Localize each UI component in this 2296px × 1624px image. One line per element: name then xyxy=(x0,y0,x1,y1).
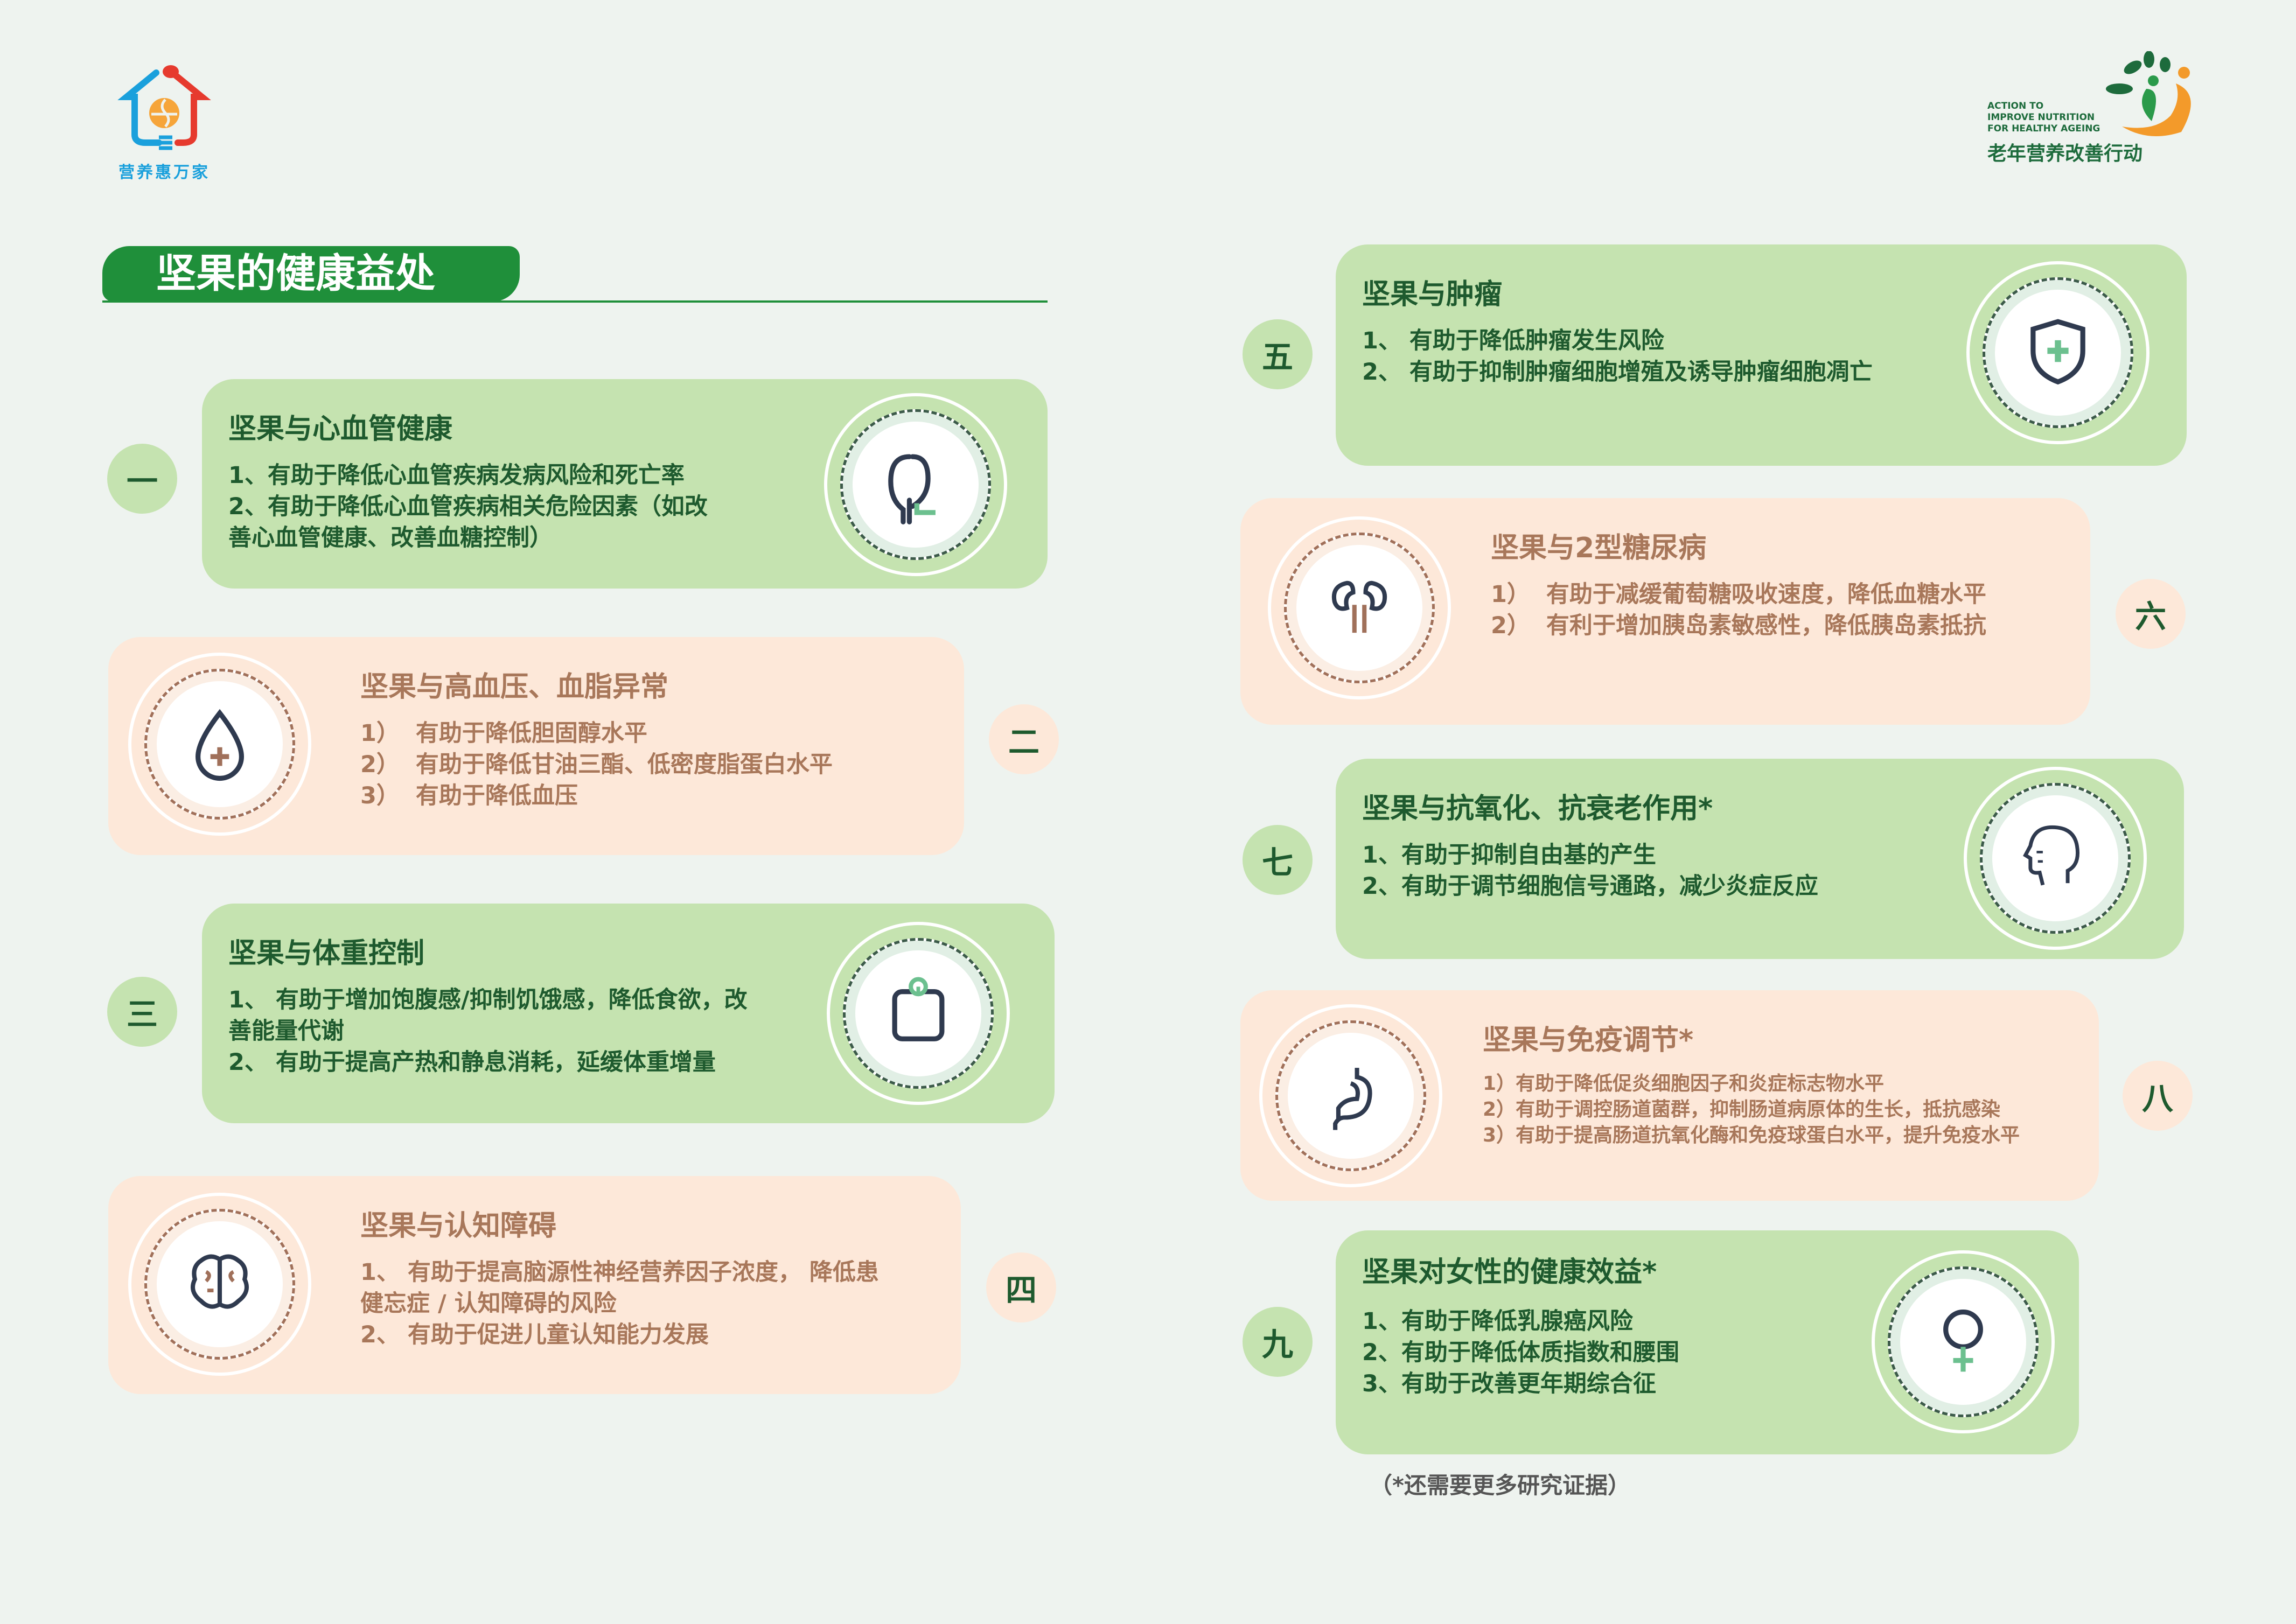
card-points: 1）有助于降低促炎细胞因子和炎症标志物水平 2）有助于调控肠道菌群，抑制肠道病原体… xyxy=(1483,1071,2020,1149)
card-title: 坚果对女性的健康效益* xyxy=(1362,1256,1657,1289)
card-point: 2、有助于降低心血管疾病相关危险因素（如改 xyxy=(228,493,708,520)
card-points: 1、 有助于提高脑源性神经营养因子浓度， 降低患健忘症 / 认知障碍的风险 2、 … xyxy=(360,1257,879,1350)
logo-en-line: IMPROVE NUTRITION xyxy=(1987,112,2095,123)
card-title: 坚果与心血管健康 xyxy=(228,413,453,445)
card-point: 2）有助于调控肠道菌群，抑制肠道病原体的生长，抵抗感染 xyxy=(1483,1098,2001,1121)
icon-circle xyxy=(827,922,1010,1105)
icon-circle xyxy=(824,393,1007,576)
card-point: 2） 有利于增加胰岛素敏感性，降低胰岛素抵抗 xyxy=(1491,612,1986,639)
card-point: 善能量代谢 xyxy=(228,1018,344,1045)
card-point: 3） 有助于降低血压 xyxy=(360,782,578,809)
section-number-badge: 一 xyxy=(107,444,177,514)
brain-icon xyxy=(191,1254,249,1309)
benefit-card: 坚果与免疫调节* 1）有助于降低促炎细胞因子和炎症标志物水平 2）有助于调控肠道菌群… xyxy=(1240,990,2099,1201)
logo-healthy-ageing: ACTION TO IMPROVE NUTRITION FOR HEALTHY … xyxy=(1987,51,2203,166)
leaf-figure-logo-icon xyxy=(2106,51,2191,136)
card-title: 坚果与高血压、血脂异常 xyxy=(360,671,669,703)
card-title: 坚果与免疫调节* xyxy=(1483,1024,1694,1056)
card-point: 1、有助于降低心血管疾病发病风险和死亡率 xyxy=(228,462,685,489)
blood-drop-icon xyxy=(195,709,245,781)
logo-en-line: FOR HEALTHY AGEING xyxy=(1987,123,2100,134)
section-number-badge: 八 xyxy=(2123,1061,2193,1131)
icon-circle xyxy=(1964,767,2147,950)
card-title: 坚果与抗氧化、抗衰老作用* xyxy=(1362,793,1713,825)
stomach-icon xyxy=(1333,1068,1372,1130)
card-title: 坚果与肿瘤 xyxy=(1362,278,1503,311)
card-point: 3）有助于提高肠道抗氧化酶和免疫球蛋白水平，提升免疫水平 xyxy=(1483,1124,2020,1146)
card-point: 1、有助于降低乳腺癌风险 xyxy=(1362,1308,1633,1335)
section-number-badge: 三 xyxy=(107,977,177,1047)
benefit-card: 坚果与肿瘤 1、 有助于降低肿瘤发生风险 2、 有助于抑制肿瘤细胞增殖及诱导肿瘤细胞… xyxy=(1336,244,2187,466)
icon-circle xyxy=(128,653,311,836)
logo-right-en: ACTION TO IMPROVE NUTRITION FOR HEALTHY … xyxy=(1987,101,2203,135)
card-point: 2） 有助于降低甘油三酯、低密度脂蛋白水平 xyxy=(360,751,833,778)
icon-circle xyxy=(128,1193,311,1376)
card-points: 1、有助于降低心血管疾病发病风险和死亡率 2、有助于降低心血管疾病相关危险因素（如… xyxy=(228,460,708,554)
benefit-card: 坚果与2型糖尿病 1） 有助于减缓葡萄糖吸收速度，降低血糖水平 2） 有利于增加胰岛… xyxy=(1240,498,2090,725)
benefit-card: 坚果与体重控制 1、 有助于增加饱腹感/抑制饥饿感，降低食欲，改善能量代谢 2、 有… xyxy=(202,904,1055,1123)
icon-circle xyxy=(1259,1004,1442,1187)
head-profile-icon xyxy=(2023,825,2079,886)
benefit-card: 坚果与抗氧化、抗衰老作用* 1、有助于抑制自由基的产生 2、有助于调节细胞信号通路，… xyxy=(1336,759,2184,959)
card-point: 2、 有助于提高产热和静息消耗，延缓体重增量 xyxy=(228,1049,716,1076)
card-point: 2、有助于调节细胞信号通路，减少炎症反应 xyxy=(1362,873,1818,900)
icon-circle xyxy=(1966,261,2150,444)
card-point: 1、 有助于增加饱腹感/抑制饥饿感，降低食欲，改 xyxy=(228,986,748,1013)
card-points: 1） 有助于减缓葡萄糖吸收速度，降低血糖水平 2） 有利于增加胰岛素敏感性，降低胰… xyxy=(1491,579,1986,641)
house-logo-icon xyxy=(117,65,211,150)
card-point: 1） 有助于降低胆固醇水平 xyxy=(360,720,647,747)
card-title: 坚果与体重控制 xyxy=(228,937,425,970)
card-points: 1、 有助于增加饱腹感/抑制饥饿感，降低食欲，改善能量代谢 2、 有助于提高产热和… xyxy=(228,984,748,1078)
card-point: 2、 有助于促进儿童认知能力发展 xyxy=(360,1321,709,1348)
section-number-badge: 二 xyxy=(989,704,1059,774)
section-number-badge: 七 xyxy=(1243,825,1313,895)
benefit-card: 坚果对女性的健康效益* 1、有助于降低乳腺癌风险 2、有助于降低体质指数和腰围 3、有… xyxy=(1336,1230,2079,1454)
card-point: 2、 有助于抑制肿瘤细胞增殖及诱导肿瘤细胞凋亡 xyxy=(1362,359,1873,386)
card-point: 善心血管健康、改善血糖控制） xyxy=(228,524,553,551)
logo-right-cn: 老年营养改善行动 xyxy=(1987,143,2143,165)
section-number-badge: 五 xyxy=(1243,319,1313,389)
card-point: 健忘症 / 认知障碍的风险 xyxy=(360,1290,617,1317)
card-title: 坚果与认知障碍 xyxy=(360,1210,557,1242)
card-points: 1、有助于抑制自由基的产生 2、有助于调节细胞信号通路，减少炎症反应 xyxy=(1362,839,1818,902)
card-points: 1、有助于降低乳腺癌风险 2、有助于降低体质指数和腰围 3、有助于改善更年期综合征 xyxy=(1362,1306,1679,1399)
section-number-badge: 九 xyxy=(1243,1307,1313,1377)
card-points: 1） 有助于降低胆固醇水平 2） 有助于降低甘油三酯、低密度脂蛋白水平 3） 有助于… xyxy=(360,718,833,811)
benefit-card: 坚果与心血管健康 1、有助于降低心血管疾病发病风险和死亡率 2、有助于降低心血管疾病… xyxy=(202,379,1048,589)
page-title-banner: 坚果的健康益处 xyxy=(102,246,520,302)
card-point: 1） 有助于减缓葡萄糖吸收速度，降低血糖水平 xyxy=(1491,581,1986,608)
shield-cross-icon xyxy=(2030,319,2085,385)
logo-left-text: 营养惠万家 xyxy=(118,163,210,182)
logo-en-line: ACTION TO xyxy=(1987,101,2044,111)
section-number-badge: 六 xyxy=(2116,579,2186,649)
title-underline xyxy=(102,300,1048,303)
female-symbol-icon xyxy=(1943,1310,1983,1372)
card-points: 1、 有助于降低肿瘤发生风险 2、 有助于抑制肿瘤细胞增殖及诱导肿瘤细胞凋亡 xyxy=(1362,325,1873,388)
scale-icon xyxy=(892,977,945,1041)
benefit-card: 坚果与认知障碍 1、 有助于提高脑源性神经营养因子浓度， 降低患健忘症 / 认知障… xyxy=(108,1176,961,1394)
logo-nutrition-home: 营养惠万家 xyxy=(110,62,218,183)
card-title: 坚果与2型糖尿病 xyxy=(1491,532,1707,564)
card-point: 1、有助于抑制自由基的产生 xyxy=(1362,842,1656,869)
card-point: 1、 有助于提高脑源性神经营养因子浓度， 降低患 xyxy=(360,1259,879,1286)
card-point: 1）有助于降低促炎细胞因子和炎症标志物水平 xyxy=(1483,1073,1885,1095)
heart-icon xyxy=(888,454,936,524)
card-point: 2、有助于降低体质指数和腰围 xyxy=(1362,1339,1679,1366)
section-number-badge: 四 xyxy=(986,1252,1056,1322)
icon-circle xyxy=(1872,1250,2055,1433)
footnote: （*还需要更多研究证据） xyxy=(1370,1472,1630,1499)
card-point: 3、有助于改善更年期综合征 xyxy=(1362,1370,1656,1397)
icon-circle xyxy=(1268,516,1451,699)
benefit-card: 坚果与高血压、血脂异常 1） 有助于降低胆固醇水平 2） 有助于降低甘油三酯、低密度… xyxy=(108,637,964,855)
kidney-icon xyxy=(1331,580,1387,633)
card-point: 1、 有助于降低肿瘤发生风险 xyxy=(1362,327,1664,354)
